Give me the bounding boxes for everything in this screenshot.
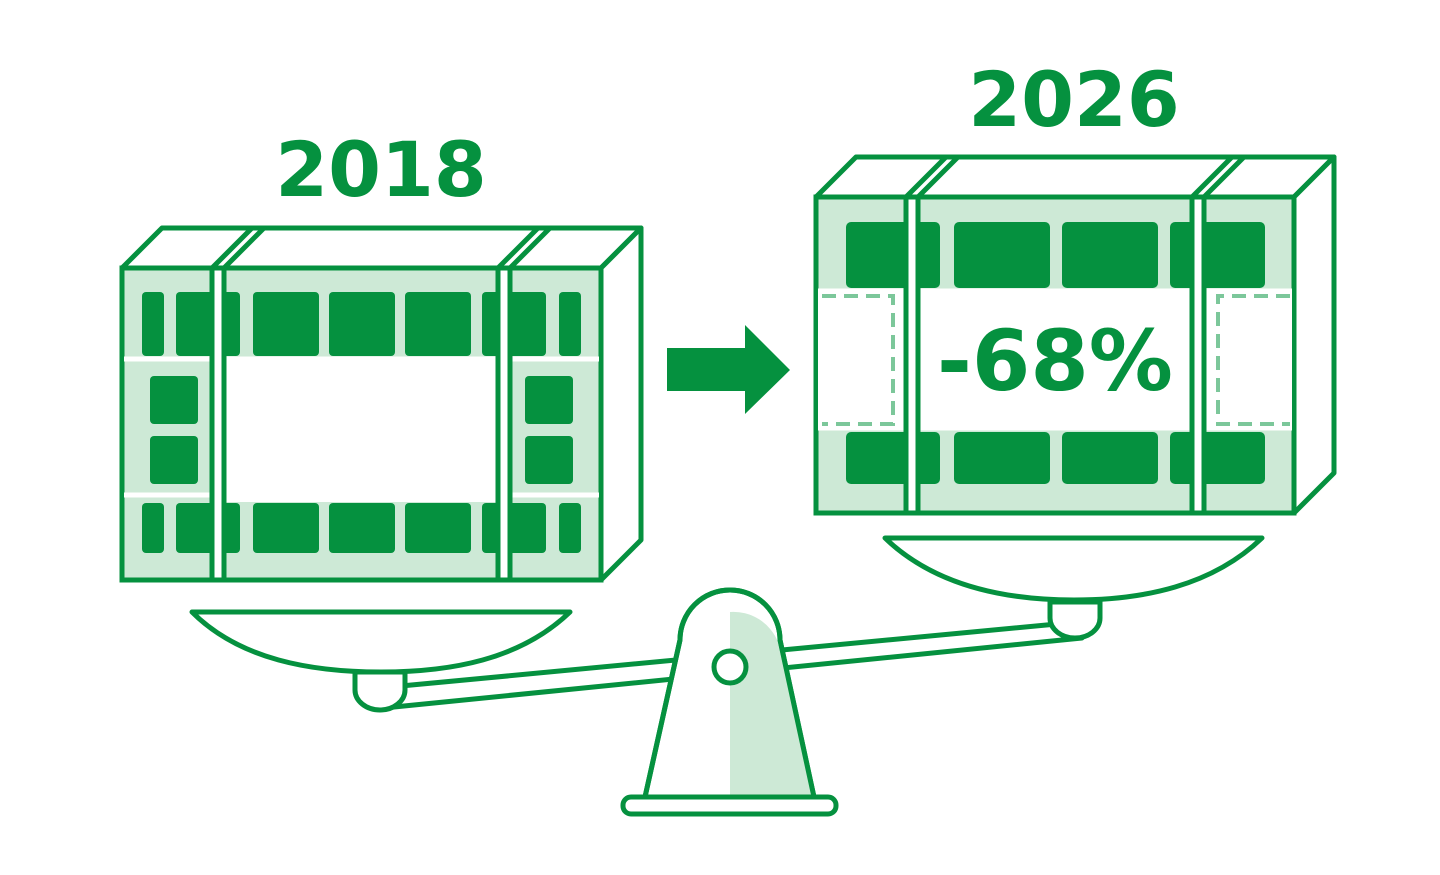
- balance-scale: [189, 535, 1265, 817]
- left-pan: [189, 609, 573, 675]
- year-label-2018: 2018: [275, 125, 487, 214]
- money-bundle-2018: [119, 225, 644, 583]
- money-bundle-2026: [813, 154, 1337, 516]
- scale-pivot: [711, 648, 749, 686]
- scale-pillar-shade: [730, 611, 812, 795]
- left-pan-hanger: [352, 669, 408, 713]
- right-pan: [882, 535, 1265, 603]
- right-pan-hanger: [1047, 599, 1103, 641]
- arrow-right-icon: [667, 325, 790, 414]
- percent-change-label: -68%: [937, 312, 1173, 410]
- scale-base: [620, 794, 839, 817]
- year-label-2026: 2026: [968, 55, 1180, 144]
